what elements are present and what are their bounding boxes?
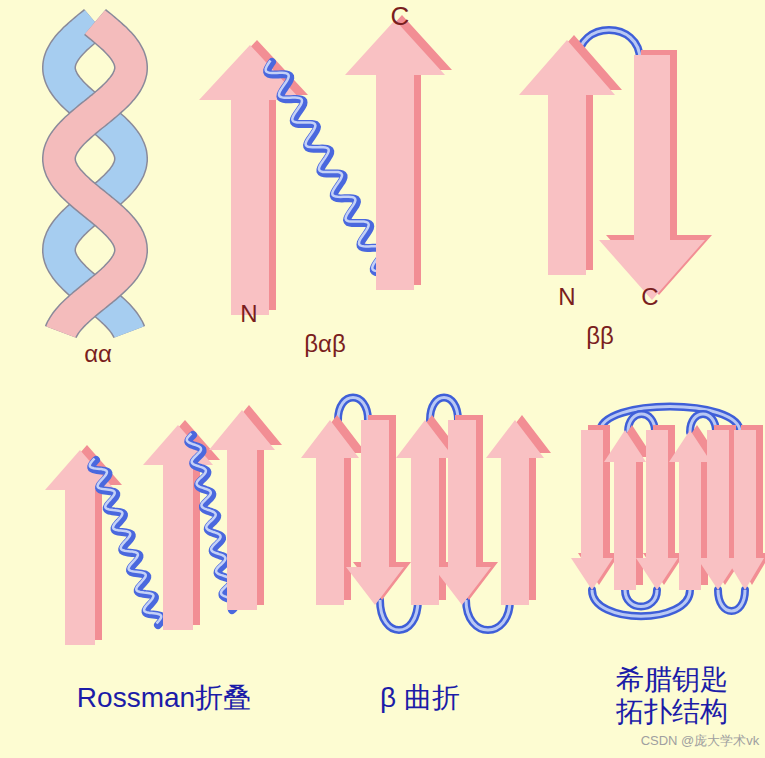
- helix-highlight: [90, 459, 161, 624]
- loop-highlight: [718, 590, 745, 611]
- loop-ribbon: [625, 590, 657, 607]
- loop-ribbon: [338, 398, 368, 421]
- structure-name: αα: [84, 340, 112, 368]
- beta-strand-arrow: [345, 20, 445, 290]
- alpha-helix-coil: [59, 22, 131, 332]
- loop-highlight: [430, 398, 458, 421]
- coil-outline: [59, 22, 131, 332]
- structure-name: βαβ: [304, 330, 345, 358]
- beta-strand-arrow: [519, 40, 615, 275]
- beta-strand-arrow: [636, 430, 678, 590]
- beta-strand-arrow: [604, 430, 646, 590]
- terminus-label: N: [558, 283, 575, 311]
- beta-strand-arrow: [346, 420, 404, 605]
- structure-name: β 曲折: [380, 682, 460, 714]
- beta-strand-arrow: [486, 420, 544, 605]
- alpha-helix-coil: [59, 22, 131, 332]
- loop-ribbon: [718, 590, 745, 611]
- beta-strand-arrow: [571, 430, 613, 590]
- beta-strand-arrow: [301, 420, 359, 605]
- terminus-label: C: [641, 283, 658, 311]
- loop-ribbon: [690, 414, 716, 432]
- coil-outline: [59, 22, 131, 332]
- loop-ribbon: [430, 398, 458, 421]
- beta-strand-arrow: [433, 420, 491, 605]
- beta-strand-arrow: [209, 410, 275, 610]
- loop-highlight: [338, 398, 368, 421]
- structure-name: Rossman折叠: [77, 682, 251, 714]
- beta-strand-arrow: [599, 55, 705, 300]
- structure-name: ββ: [586, 322, 614, 350]
- helix-highlight: [266, 61, 396, 284]
- loop-highlight: [592, 590, 690, 616]
- beta-strand-arrow: [726, 430, 764, 590]
- watermark: CSDN @庞大学术vk: [641, 734, 760, 749]
- structure-name: 希腊钥匙 拓扑结构: [607, 664, 737, 728]
- loop-ribbon: [592, 590, 690, 616]
- terminus-label: C: [391, 2, 410, 32]
- terminus-label: N: [240, 300, 257, 328]
- loop-highlight: [690, 414, 716, 432]
- loop-highlight: [625, 590, 657, 607]
